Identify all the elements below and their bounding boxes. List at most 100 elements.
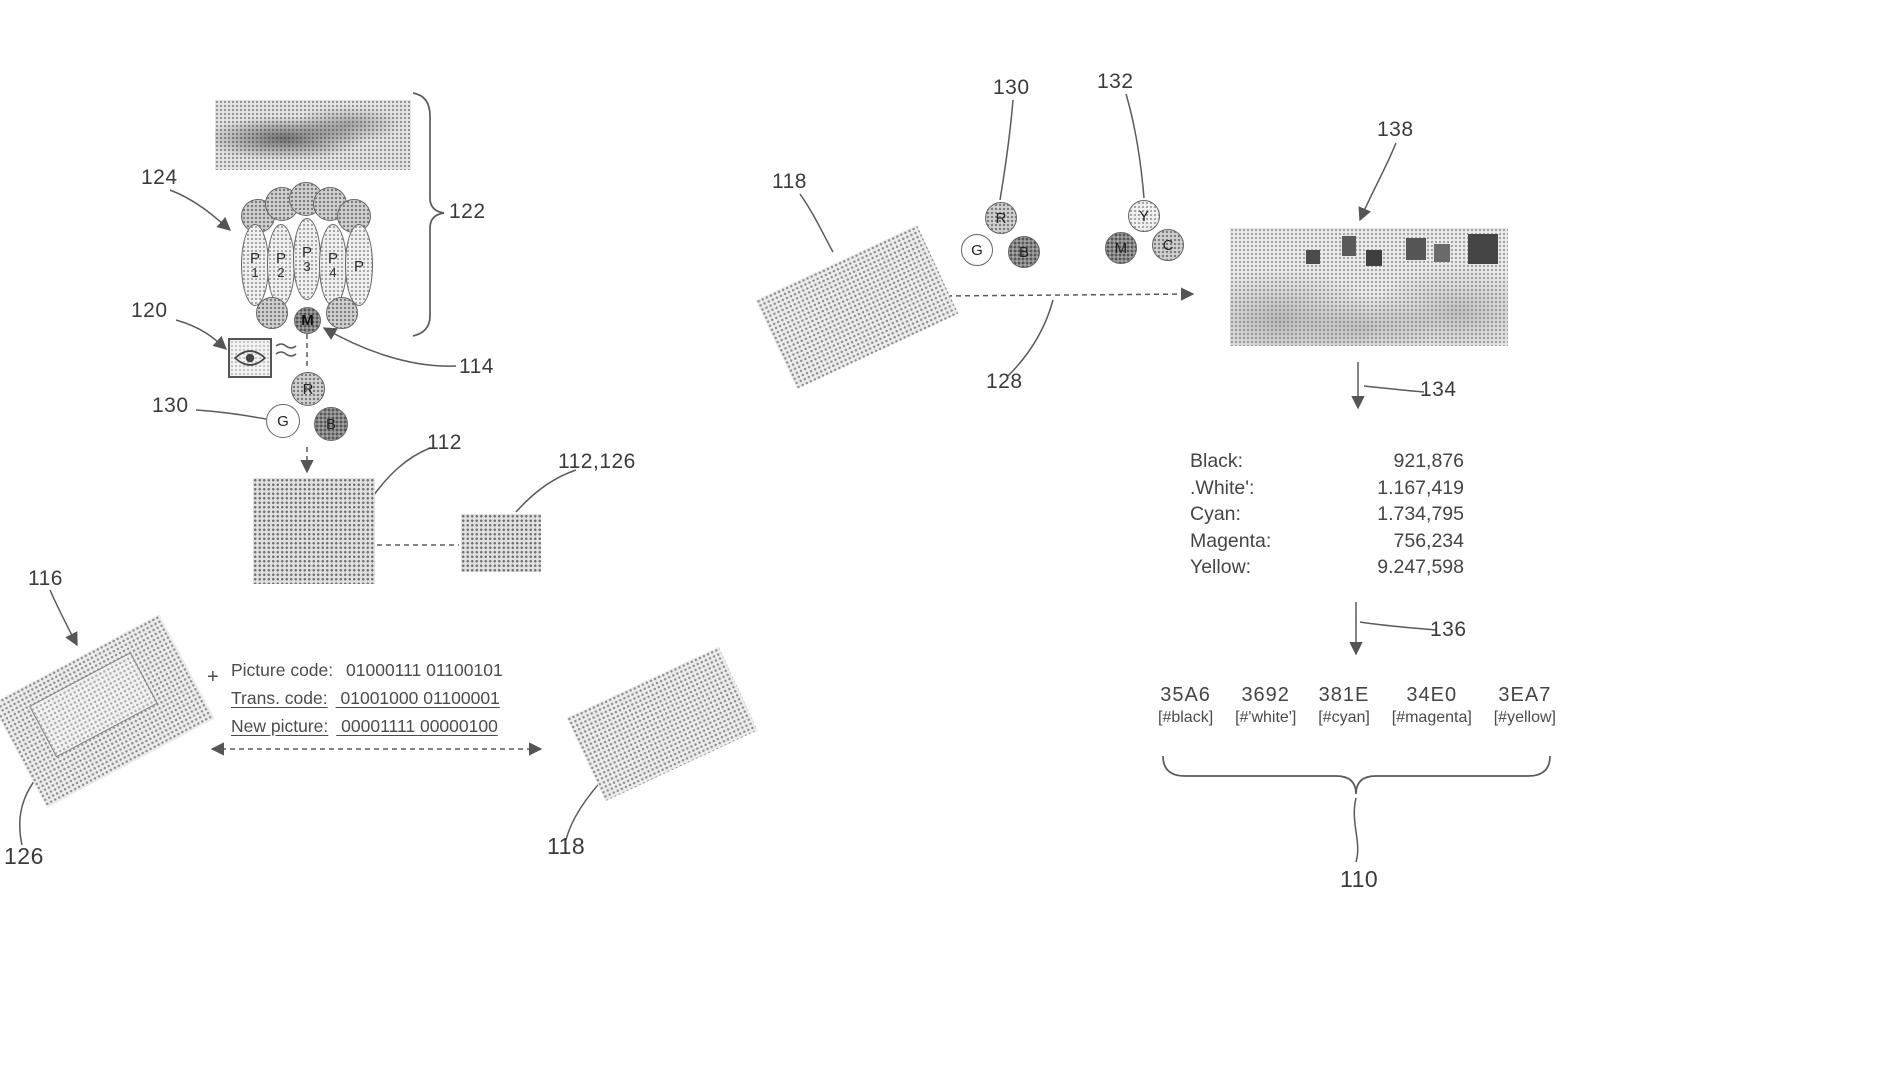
rgb-right-r-circle: R: [985, 202, 1017, 234]
rgb-right-b-letter: B: [1018, 243, 1029, 261]
new-picture-line: New picture: 00001111 00000100: [231, 712, 503, 740]
pixel-p3-num: 3: [303, 259, 311, 274]
rgb-right-g-letter: G: [971, 241, 983, 259]
rgb-left-r-circle: R: [291, 372, 325, 406]
transform-code-block: Picture code: 01000111 01100101 Trans. c…: [231, 656, 503, 740]
ref-label-128: 128: [986, 370, 1023, 393]
hex-label: [#magenta]: [1391, 709, 1472, 726]
ref-label-136: 136: [1430, 618, 1467, 641]
pixel-p4: P 4: [319, 224, 347, 306]
ymc-c-letter: C: [1162, 236, 1174, 254]
picture-code-label: Picture code:: [231, 660, 334, 680]
color-count: 1.734,795: [1377, 503, 1464, 525]
rgb-left-b-letter: B: [325, 415, 336, 433]
leader-110: [1353, 797, 1359, 863]
trans-code-value: 01001000 01100001: [340, 688, 500, 708]
leader-118-right: [799, 193, 834, 253]
image-thumbnail-122: [215, 100, 411, 170]
picture-code-line: Picture code: 01000111 01100101: [231, 656, 503, 684]
ymc-m-letter: M: [1114, 239, 1128, 257]
leader-112-126: [515, 469, 577, 513]
rgb-left-g-letter: G: [277, 412, 289, 430]
hex-column: 3692 [#'white']: [1235, 684, 1296, 727]
ref-label-122: 122: [449, 200, 486, 223]
pixel-p2-letter: P: [275, 250, 286, 267]
ref-label-130-right: 130: [993, 76, 1030, 99]
eye-icon: [234, 350, 266, 366]
brace-110: [1162, 755, 1551, 795]
color-name: Black:: [1190, 450, 1244, 472]
color-count: 9.247,598: [1377, 556, 1464, 578]
pixel-p5: P: [345, 224, 373, 306]
pixel-blob: [1406, 238, 1426, 260]
hex-label: [#black]: [1158, 709, 1214, 726]
pixel-blob: [1366, 250, 1382, 266]
ref-label-124: 124: [141, 166, 178, 189]
leader-138: [1358, 142, 1397, 222]
pixel-p2: P 2: [267, 224, 295, 306]
ref-label-118-left: 118: [547, 833, 586, 859]
ymc-y-circle: Y: [1128, 200, 1160, 232]
cluster-circle-5: [337, 199, 371, 233]
ref-label-120: 120: [131, 299, 168, 322]
leader-128: [1007, 299, 1054, 377]
leader-134: [1363, 385, 1425, 393]
picture-code-value: 01000111 01100101: [346, 660, 503, 680]
approx-mark-top: [275, 343, 297, 349]
ymc-y-letter: Y: [1138, 207, 1149, 225]
merge-pixel-m: M: [294, 307, 321, 334]
rgb-left-b-circle: B: [314, 407, 348, 441]
pixel-blob: [1306, 250, 1320, 264]
image-block-138: [1230, 228, 1508, 346]
ref-label-126: 126: [4, 843, 44, 869]
ref-label-130-left: 130: [152, 394, 189, 417]
rgb-right-r-letter: R: [995, 209, 1007, 227]
merge-pixel-letter: M: [301, 312, 314, 329]
color-name: Cyan:: [1190, 503, 1241, 525]
color-name: Magenta:: [1190, 529, 1272, 552]
pixel-p3-letter: P: [301, 244, 312, 261]
ref-label-112: 112: [427, 431, 462, 454]
arrow-128-process: [937, 287, 1195, 301]
hex-column: 381E [#cyan]: [1318, 684, 1370, 727]
leader-136: [1359, 621, 1437, 631]
rgb-left-g-circle: G: [266, 404, 300, 438]
pixel-p5-letter: P: [353, 257, 364, 275]
color-name: Yellow:: [1190, 556, 1252, 578]
leader-124: [169, 189, 232, 231]
leader-112: [372, 447, 431, 497]
ref-label-138: 138: [1377, 118, 1414, 141]
ref-label-116: 116: [28, 567, 63, 590]
color-name: .White':: [1190, 476, 1255, 499]
pixel-p3: P 3: [293, 218, 321, 300]
hex-code: 3EA7: [1498, 684, 1552, 706]
hex-label: [#yellow]: [1493, 709, 1556, 726]
leader-116: [49, 589, 78, 647]
table-row: Cyan: 1.734,795: [1190, 501, 1464, 528]
hex-label: [#'white']: [1235, 709, 1297, 726]
ymc-c-circle: C: [1152, 229, 1184, 261]
cluster-circle-bottom-left: [256, 297, 288, 329]
table-row: Black: 921,876: [1190, 448, 1464, 475]
rgb-right-g-circle: G: [961, 234, 993, 266]
pixel-p4-letter: P: [327, 250, 338, 267]
hex-code: 35A6: [1160, 684, 1211, 706]
table-row: .White': 1.167,419: [1190, 475, 1464, 502]
pixel-p4-num: 4: [329, 265, 337, 280]
hex-code: 34E0: [1406, 684, 1458, 706]
ref-label-110: 110: [1340, 866, 1379, 892]
image-block-112: [253, 478, 375, 584]
pixel-p2-num: 2: [277, 265, 285, 280]
leader-132: [1125, 93, 1145, 199]
pixel-blob: [1342, 236, 1356, 256]
leader-130-right: [999, 99, 1014, 201]
trans-code-line: Trans. code: 01001000 01100001: [231, 684, 503, 712]
ref-label-112-126: 112,126: [558, 450, 636, 473]
rgb-left-r-letter: R: [302, 380, 314, 398]
cluster-circle-bottom-right: [326, 297, 358, 329]
approx-mark-bottom: [275, 351, 297, 357]
color-count: 1.167,419: [1377, 476, 1464, 499]
leader-120: [175, 319, 228, 350]
pixel-p1: P 1: [241, 224, 269, 306]
